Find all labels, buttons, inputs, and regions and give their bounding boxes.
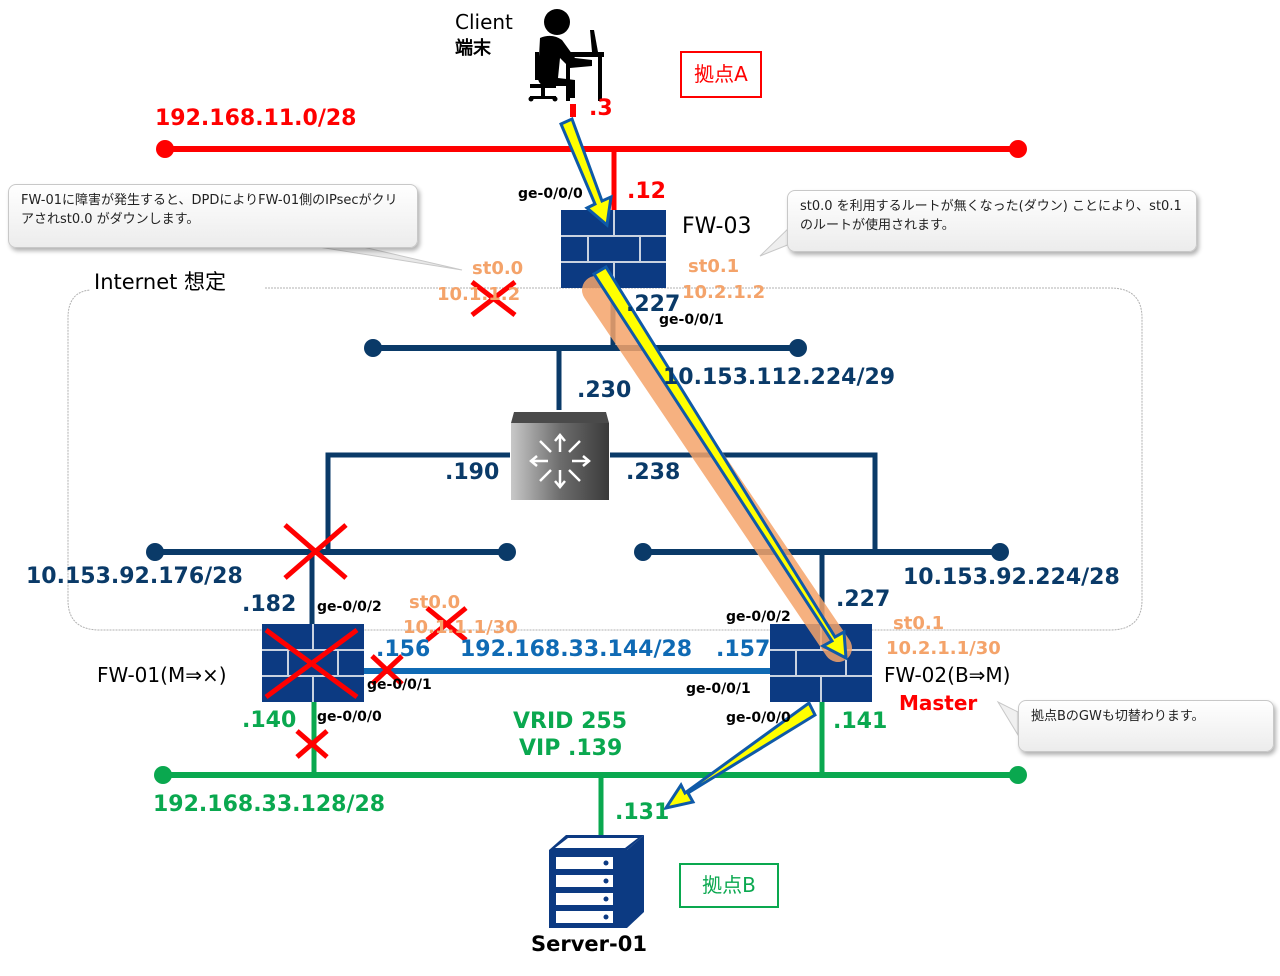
fw03-ge001-label: ge-0/0/1 xyxy=(659,312,724,328)
fw01-ge002-ip: .182 xyxy=(242,592,297,617)
site-b-segment xyxy=(154,702,1027,835)
callout-left: FW-01に障害が発生すると、DPDによりFW-01側のIPsecがクリアされs… xyxy=(8,184,418,248)
internet-top-subnet: 10.153.112.224/29 xyxy=(663,365,896,390)
fw01-ge001-ip: .156 xyxy=(376,637,431,662)
fw03-st01-name: st0.1 xyxy=(688,256,740,277)
fw03-name: FW-03 xyxy=(682,214,752,239)
site-b-subnet: 192.168.33.128/28 xyxy=(153,792,386,817)
fw03-st01-ip: 10.2.1.2 xyxy=(682,282,766,303)
internet-left-subnet: 10.153.92.176/28 xyxy=(26,564,243,589)
server-01-icon xyxy=(549,835,644,928)
client-label: Client xyxy=(455,10,513,34)
server-name: Server-01 xyxy=(531,932,647,956)
flow-arrow-fw03-to-fw02 xyxy=(591,264,848,661)
traffic-flow-arrows xyxy=(559,116,848,811)
failure-x-icon xyxy=(370,654,404,686)
server-ip: .131 xyxy=(615,800,670,825)
site-a-segment xyxy=(156,104,1027,210)
fw03-st00-ip: 10.1.1.2 xyxy=(437,284,521,305)
callout-bottom-tail xyxy=(996,700,1019,737)
fw01-st00-ip: 10.1.1.1/30 xyxy=(403,617,518,638)
fw02-ge000-ip: .141 xyxy=(833,709,888,734)
site-a-subnet: 192.168.11.0/28 xyxy=(155,106,357,131)
failure-x-icon xyxy=(425,606,468,642)
vrid-label: VRID 255 xyxy=(513,709,627,734)
internet-router-icon xyxy=(511,412,609,500)
fw02-ge002-ip: .227 xyxy=(836,587,891,612)
client-label-jp: 端末 xyxy=(455,38,491,59)
router-right-ip: .238 xyxy=(626,460,681,485)
fw01-ge001-label: ge-0/0/1 xyxy=(367,677,432,693)
failure-x-icon xyxy=(264,627,359,700)
failure-x-icon xyxy=(470,280,517,317)
site-a-label: 拠点A xyxy=(680,51,762,98)
router-top-ip: .230 xyxy=(577,378,632,403)
internet-top-segment xyxy=(146,286,1009,625)
fw02-name: FW-02(B⇒M) xyxy=(884,663,1011,687)
fw02-ge002-label: ge-0/0/2 xyxy=(726,609,791,625)
fw02-ge000-label: ge-0/0/0 xyxy=(726,710,791,726)
fw02-status: Master xyxy=(899,691,978,715)
fw03-firewall-icon xyxy=(561,210,666,288)
callout-bottom-right: 拠点BのGWも切替わります。 xyxy=(1018,700,1274,752)
segment-endpoint xyxy=(156,140,174,158)
fw01-st00-name: st0.0 xyxy=(409,592,461,613)
fw01-ge002-label: ge-0/0/2 xyxy=(317,599,382,615)
fw01-name: FW-01(M⇒×) xyxy=(97,663,227,687)
flow-arrow-client-to-fw03 xyxy=(559,116,613,228)
fw03-ge000-ip: .12 xyxy=(627,179,666,204)
fw01-ge000-label: ge-0/0/0 xyxy=(317,709,382,725)
client-pc-user-icon xyxy=(528,9,604,102)
fw02-ge001-label: ge-0/0/1 xyxy=(686,681,751,697)
fw02-ge001-ip: .157 xyxy=(716,637,771,662)
callout-right: st0.0 を利用するルートが無くなった(ダウン) ことにより、st0.1 のル… xyxy=(787,190,1197,252)
failure-x-icon xyxy=(295,729,329,759)
segment-endpoint xyxy=(1009,140,1027,158)
client-ip: .3 xyxy=(589,96,613,121)
failure-marks xyxy=(264,280,517,759)
fw01-ge000-ip: .140 xyxy=(242,708,297,733)
internet-right-subnet: 10.153.92.224/28 xyxy=(903,565,1120,590)
site-b-label: 拠点B xyxy=(679,863,779,908)
router-left-ip: .190 xyxy=(445,460,500,485)
fw02-st01-name: st0.1 xyxy=(893,613,945,634)
fw03-st00-name: st0.0 xyxy=(472,258,524,279)
ha-link-subnet: 192.168.33.144/28 xyxy=(460,637,693,662)
fw03-ge000-label: ge-0/0/0 xyxy=(518,186,583,202)
flow-arrow-fw02-to-server xyxy=(662,700,817,811)
fw02-st01-ip: 10.2.1.1/30 xyxy=(886,638,1001,659)
failure-x-icon xyxy=(283,523,348,580)
fw03-ge001-ip: .227 xyxy=(626,292,681,317)
internet-area-boundary xyxy=(67,287,1143,631)
vip-label: VIP .139 xyxy=(519,736,623,761)
internet-area-label: Internet 想定 xyxy=(94,270,227,294)
